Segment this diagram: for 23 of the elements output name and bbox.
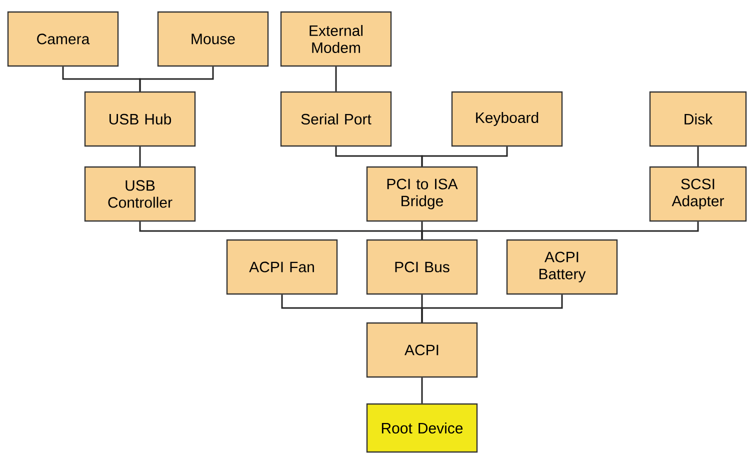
connector-line bbox=[139, 146, 141, 166]
root-device-box: Root Device bbox=[366, 403, 478, 453]
device-box: Disk bbox=[649, 91, 747, 147]
device-box: USB Hub bbox=[84, 91, 196, 147]
device-box: External Modem bbox=[280, 11, 392, 67]
device-box: USB Controller bbox=[84, 166, 196, 222]
device-box: PCI Bus bbox=[366, 239, 478, 295]
connector-line bbox=[421, 222, 699, 240]
device-box: Keyboard bbox=[451, 91, 563, 147]
device-box: ACPI Fan bbox=[226, 239, 338, 295]
device-box: Camera bbox=[7, 11, 119, 67]
device-box: Serial Port bbox=[280, 91, 392, 147]
device-box: ACPI bbox=[366, 322, 478, 378]
connector-line bbox=[421, 294, 563, 322]
connector-line bbox=[421, 146, 508, 166]
device-box: PCI to ISA Bridge bbox=[366, 166, 478, 222]
connector-line bbox=[139, 66, 214, 92]
connector-line bbox=[335, 66, 337, 92]
connector-line bbox=[421, 378, 423, 404]
device-box: ACPI Battery bbox=[506, 239, 618, 295]
connector-line bbox=[697, 146, 699, 166]
device-box: Mouse bbox=[157, 11, 269, 67]
device-box: SCSI Adapter bbox=[649, 166, 747, 222]
